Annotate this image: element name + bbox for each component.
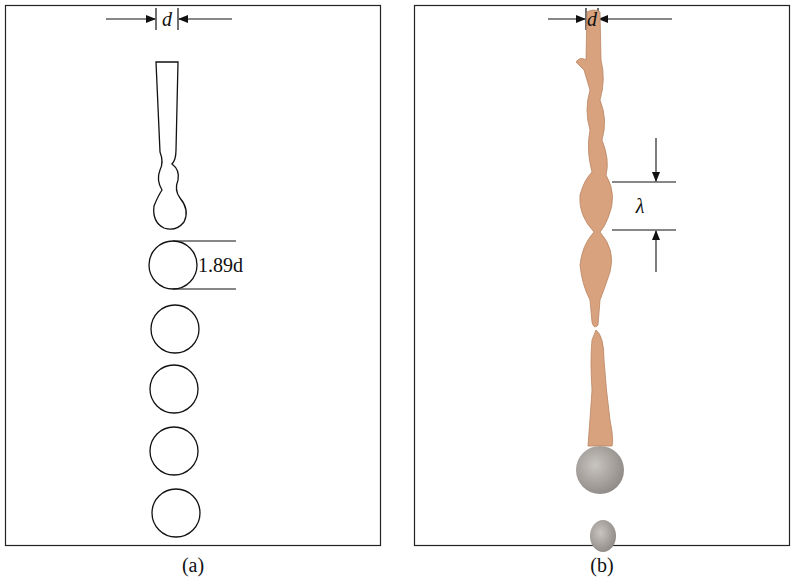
panel-frame <box>6 6 381 546</box>
panel-label: (b) <box>590 555 613 575</box>
dimension-label: d <box>162 9 172 29</box>
jet-photo <box>576 10 613 327</box>
dimension-label: λ <box>636 196 645 216</box>
jet-outline <box>154 62 187 229</box>
panel-label: (a) <box>182 555 204 575</box>
dimension-label: d <box>587 9 597 29</box>
dimension-label: 1.89d <box>198 255 243 275</box>
panel-frame <box>415 6 790 546</box>
